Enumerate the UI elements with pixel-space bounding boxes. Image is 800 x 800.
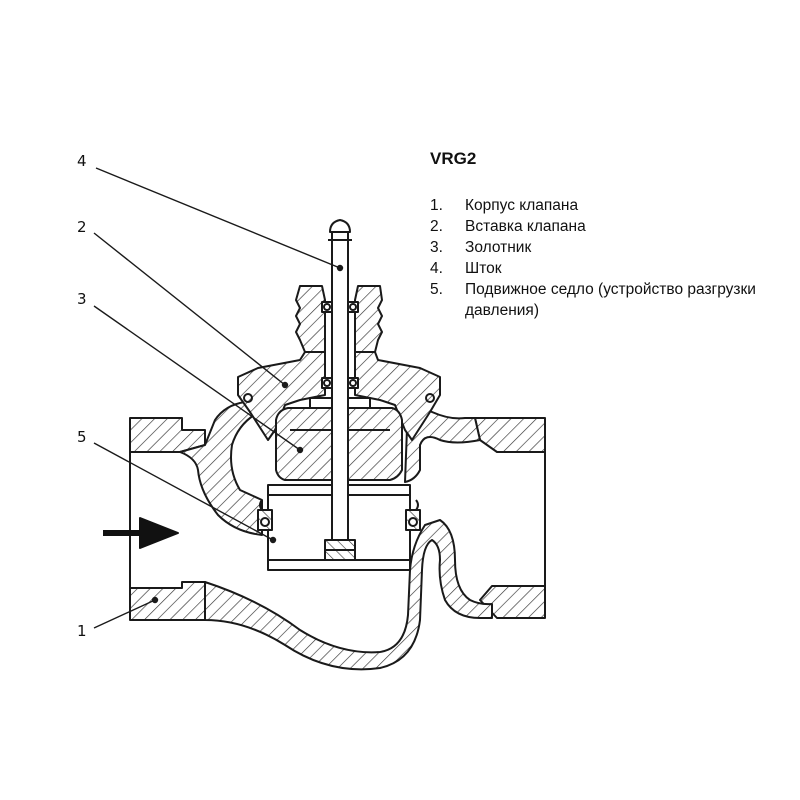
legend-item-2: 2. Вставка клапана	[430, 216, 765, 237]
flow-direction-arrow	[103, 517, 179, 549]
legend-number: 1.	[430, 197, 443, 214]
legend-item-3: 3. Золотник	[430, 237, 765, 258]
legend-number: 4.	[430, 260, 443, 277]
legend-item-5: 5. Подвижное седло (устройство разгрузки …	[430, 279, 765, 321]
legend-number: 5.	[430, 281, 443, 298]
legend-text: Вставка клапана	[465, 218, 586, 235]
legend-item-1: 1. Корпус клапана	[430, 195, 765, 216]
legend-text: Подвижное седло (устройство разгрузки да…	[465, 281, 756, 319]
valve-stem	[324, 219, 356, 561]
callout-3: 3	[77, 290, 87, 308]
callout-4: 4	[77, 152, 87, 170]
legend-text: Золотник	[465, 239, 532, 256]
legend-text: Корпус клапана	[465, 197, 579, 214]
legend-item-4: 4. Шток	[430, 258, 765, 279]
legend-number: 2.	[430, 218, 443, 235]
leader-lines	[93, 167, 344, 629]
valve-insert	[237, 285, 441, 441]
legend-title: VRG2	[430, 149, 477, 168]
callout-2: 2	[77, 218, 87, 236]
legend-text: Шток	[465, 260, 502, 277]
legend-list: 1. Корпус клапана 2. Вставка клапана 3. Зол…	[430, 195, 765, 321]
callout-5: 5	[77, 428, 87, 446]
legend-number: 3.	[430, 239, 443, 256]
callout-1: 1	[77, 622, 87, 640]
